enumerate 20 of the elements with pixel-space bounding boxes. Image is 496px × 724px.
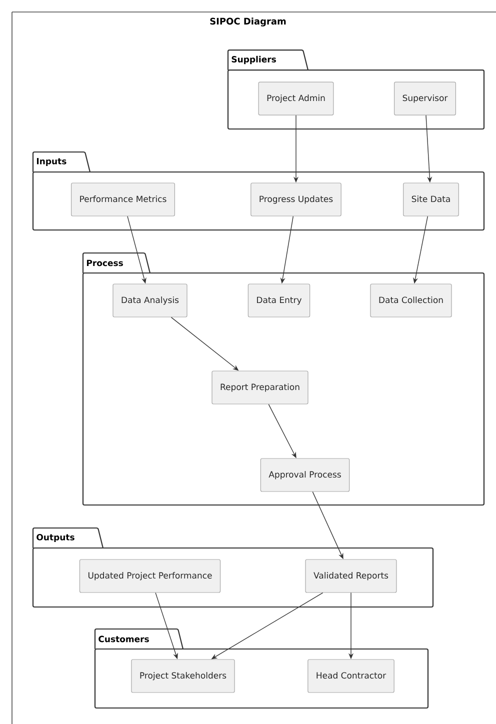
process-box: Approval Process (260, 458, 350, 492)
process-box: Report Preparation (212, 370, 308, 404)
diagram-title: SIPOC Diagram (210, 18, 286, 26)
node-label: Suppliers (232, 56, 276, 64)
process-box: Data Collection (370, 284, 452, 318)
process-box: Updated Project Performance (79, 559, 221, 593)
process-box: Project Admin (258, 82, 334, 116)
node-label: Process (86, 260, 123, 266)
node-label: Outputs (36, 534, 74, 542)
process-box: Validated Reports (305, 559, 397, 593)
process-box: Data Analysis (112, 284, 188, 318)
process-box: Site Data (403, 182, 459, 216)
process-box: Supervisor (394, 82, 456, 116)
process-box: Progress Updates (250, 182, 342, 216)
node-label: Inputs (36, 158, 66, 166)
process-box: Head Contractor (308, 659, 394, 693)
process-box: Performance Metrics (70, 182, 175, 216)
process-box: Data Entry (248, 284, 310, 318)
node-label: Customers (98, 636, 149, 642)
process-box: Project Stakeholders (131, 659, 235, 693)
